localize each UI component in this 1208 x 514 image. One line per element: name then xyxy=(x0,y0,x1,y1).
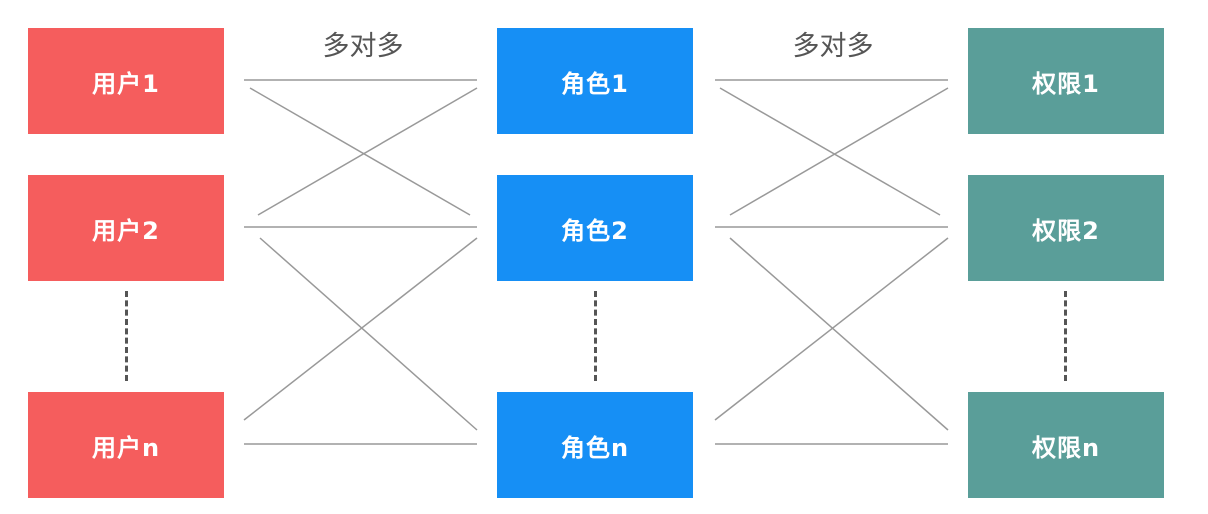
connector-role2-permn xyxy=(729,237,949,431)
connector-usern-role2 xyxy=(243,237,478,421)
user-ellipsis-dash xyxy=(125,291,128,381)
connector-user2-role1 xyxy=(257,87,478,216)
user-box-n: 用户n xyxy=(28,392,224,498)
user-box-2: 用户2 xyxy=(28,175,224,281)
permission-box-n: 权限n xyxy=(968,392,1164,498)
connector-user2-rolen xyxy=(259,237,478,431)
user-box-1: 用户1 xyxy=(28,28,224,134)
role-box-n: 角色n xyxy=(497,392,693,498)
permission-box-2: 权限2 xyxy=(968,175,1164,281)
role-box-1: 角色1 xyxy=(497,28,693,134)
permission-ellipsis-dash xyxy=(1064,291,1067,381)
connector-role1-perm2 xyxy=(719,87,941,216)
connector-role2-perm1 xyxy=(729,87,949,216)
permission-box-1: 权限1 xyxy=(968,28,1164,134)
relation-label-user-role: 多对多 xyxy=(322,31,404,62)
relation-label-role-permission: 多对多 xyxy=(792,31,874,62)
role-box-2: 角色2 xyxy=(497,175,693,281)
connector-rolen-perm2 xyxy=(714,237,949,421)
role-ellipsis-dash xyxy=(594,291,597,381)
connector-user1-role2 xyxy=(249,87,471,216)
